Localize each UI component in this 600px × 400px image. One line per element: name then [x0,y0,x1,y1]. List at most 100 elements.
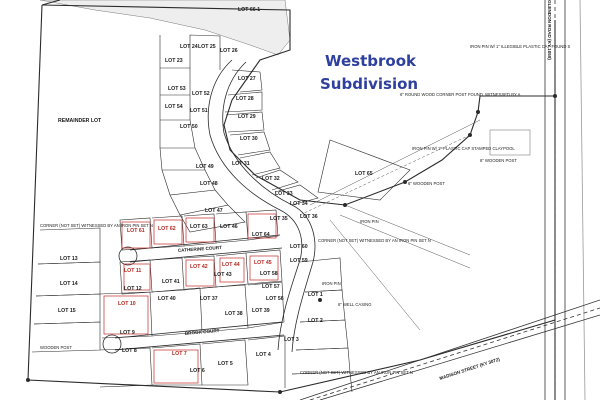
note-well: 6" WELL CASING [338,302,371,307]
easement-lines [299,119,481,331]
lot-label: LOT 37 [200,296,218,302]
lot-label: LOT 9 [120,330,135,336]
survey-notes: IRON PIN W/ 1" ILLEGIBLE PLASTIC CAP FOU… [40,44,571,375]
lot-label: LOT 13 [60,256,78,262]
lot-label: LOT 57 [262,284,280,290]
lot-labels: LOT 24 LOT 25 LOT 26 LOT 23 LOT 27 LOT 5… [58,44,373,374]
lot-label: LOT 33 [275,191,293,197]
note-wooden-post-1: 6" WOODEN POST [480,158,517,163]
lot-label: LOT 39 [252,308,270,314]
madison-street [299,299,600,400]
lot-61-highlight [121,221,151,249]
note-wooden-post-3: WOODEN POST [40,345,72,350]
note-corner-mid: CORNER (NOT SET) WITNESSED BY AN IRON PI… [318,238,431,243]
lot-42-highlight [185,259,215,287]
lot-lines [31,34,353,393]
monument-marker [343,203,347,207]
lot-label: LOT 34 [290,201,308,207]
lot-label: LOT 28 [236,96,254,102]
note-wooden-post-2: 6" WOODEN POST [408,181,445,186]
adjacent-parcel [489,129,531,156]
lot-label: LOT 62 [158,226,176,232]
monument-marker [553,94,557,98]
lot-label: LOT 52 [192,91,210,97]
lot-label: LOT 25 [198,44,216,50]
brook-court [102,321,285,354]
monument-marker [26,378,30,382]
lot-44-highlight [219,257,245,283]
survey-monuments [26,94,557,394]
lot-label: LOT 60 [290,244,308,250]
monument-marker [403,180,407,184]
lot-label: LOT 1 [308,292,323,298]
lot-label: LOT 32 [262,176,280,182]
lot-label: LOT 11 [124,268,141,274]
top-lot-label: LOT 66-1 [238,7,260,13]
lot-label: LOT 12 [124,286,142,292]
lot-label: LOT 6 [190,368,205,374]
lot-label: LOT 54 [165,104,183,110]
glendon-road-label: GLENDON ROAD (KY 1058) [547,0,552,60]
note-iron-pin-1: IRON PIN [360,219,379,224]
lot-62-highlight [153,219,183,245]
lot-65-boundary [317,139,411,201]
lot-label: LOT 35 [270,216,288,222]
lot-label: LOT 2 [308,318,323,324]
note-iron-pin-2: IRON PIN [322,281,341,286]
lot-label: LOT 56 [266,296,284,302]
monument-marker [468,133,472,137]
lot-label: LOT 31 [232,161,250,167]
lot-label: LOT 47 [205,208,223,214]
lot-label: LOT 4 [256,352,271,358]
lot-10-highlight [103,295,149,335]
wooded-area [39,0,291,56]
title-line-1: Westbrook [325,52,417,70]
lot-64-highlight [247,213,277,239]
lot-label: LOT 36 [300,214,318,220]
lot-label: LOT 38 [225,311,243,317]
lot-label: LOT 40 [158,296,176,302]
lot-label: LOT 43 [214,272,232,278]
lot-label: LOT 3 [284,337,299,343]
lot-label: LOT 48 [200,181,218,187]
lot-label: LOT 50 [180,124,198,130]
lot-label: LOT 61 [127,228,145,234]
lot-63-highlight [185,217,215,243]
lot-label: LOT 59 [290,258,308,264]
lot-label: LOT 30 [240,136,258,142]
lot-7-highlight [153,349,199,384]
lot-label: LOT 58 [260,271,278,277]
monument-marker [278,390,282,394]
monument-marker [318,298,322,302]
note-corner-bottom: CORNER (NOT SET) WITNESSED BY AN IRON PI… [300,370,413,375]
lot-11-highlight [123,263,151,291]
lot-label: LOT 41 [162,279,180,285]
westbrook-drive [207,59,316,353]
lot-label: LOT 42 [190,264,208,270]
lot-label: LOT 8 [122,348,137,354]
lot-label: LOT 5 [218,361,233,367]
lot-label: LOT 51 [190,108,208,114]
lot-label: LOT 27 [238,76,256,82]
lot-label: LOT 65 [355,171,373,177]
lot-label: LOT 15 [58,308,76,314]
note-corner-left: CORNER (NOT SET) WITNESSED BY AN IRON PI… [40,223,153,228]
monument-marker [476,110,480,114]
lot-label: LOT 26 [220,48,238,54]
catherine-court-label: CATHERINE COURT [178,245,222,253]
lot-label: LOT 63 [190,224,208,230]
remainder-lot-label: REMAINDER LOT [58,118,102,124]
note-iron-pin-mid: IRON PIN W/ 1" PLASTIC CAP STAMPED CLAYP… [412,146,515,151]
glendon-road [544,0,586,400]
lot-label: LOT 64 [252,232,270,238]
lot-label: LOT 14 [60,281,78,287]
title-line-2: Subdivision [320,75,418,93]
lot-label: LOT 46 [220,224,238,230]
note-iron-pin-top: IRON PIN W/ 1" ILLEGIBLE PLASTIC CAP FOU… [470,44,571,49]
lot-label: LOT 53 [168,86,186,92]
lot-label: LOT 23 [165,58,183,64]
lot-label: LOT 24 [180,44,198,50]
lot-label: LOT 7 [172,351,187,357]
lot-label: LOT 49 [196,164,214,170]
